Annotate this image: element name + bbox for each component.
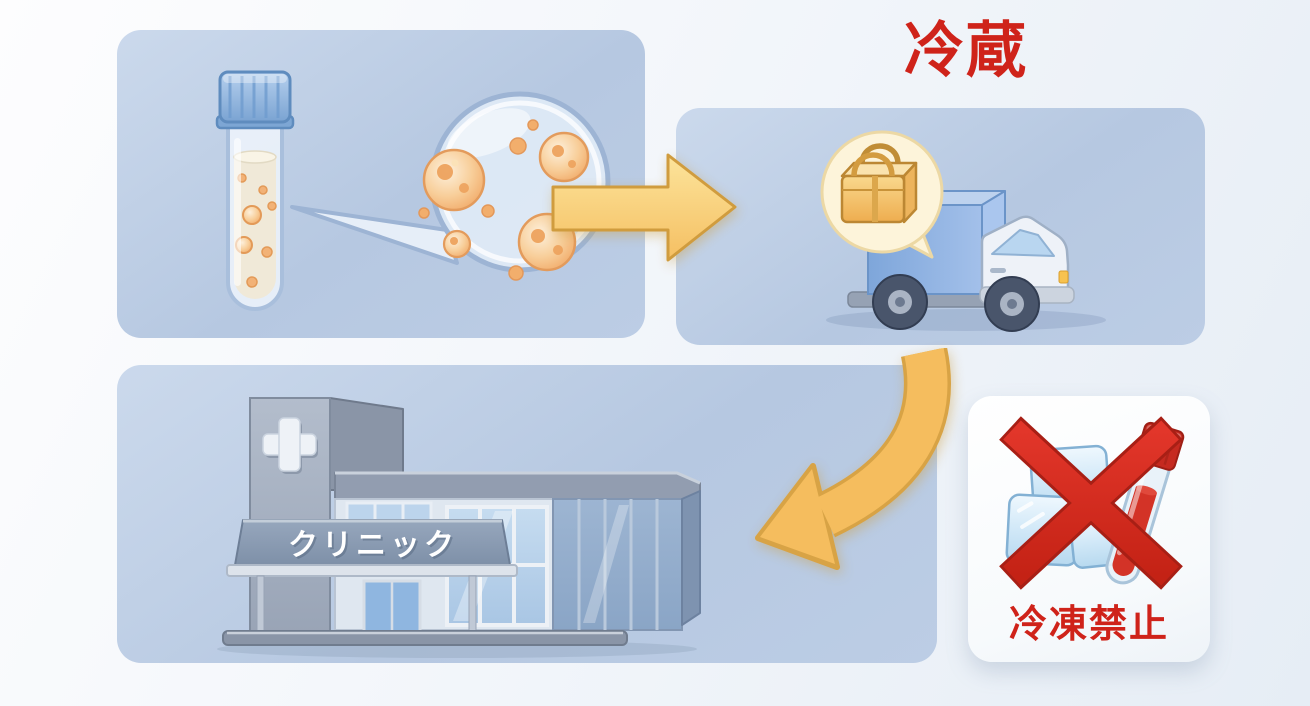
clinic-door (362, 579, 422, 635)
clinic-sign-label: クリニック (288, 529, 458, 562)
transport-panel (676, 108, 1205, 345)
specimen-illustration (215, 70, 611, 311)
tube-cap (215, 70, 295, 130)
medical-cross-icon (262, 417, 318, 474)
truck-wheels (872, 274, 1040, 332)
clinic-illustration: クリニック クリニック (217, 397, 701, 658)
curved-arrow-icon (755, 348, 951, 570)
specimen-particles (235, 173, 277, 288)
freeze-prohibited-label: 冷凍禁止 (1008, 604, 1169, 646)
no-freeze-icon (999, 416, 1185, 590)
clinic-sign-label-shadow: クリニック (290, 531, 460, 564)
cooler-bag-bubble-icon (820, 130, 944, 259)
cooler-bag (840, 143, 918, 224)
clinic-building-icon: クリニック クリニック (222, 397, 701, 646)
clinic-sign: クリニック クリニック (226, 519, 518, 577)
specimen-panel (117, 30, 645, 338)
no-freeze-card: 冷凍禁止 (968, 396, 1210, 662)
right-arrow-icon (551, 153, 737, 262)
truck-windshield (991, 229, 1055, 257)
transport-illustration (820, 130, 1106, 332)
refrigerated-label: 冷蔵 (904, 17, 1028, 84)
test-tube-icon (215, 70, 295, 311)
red-cross-mark-icon (999, 416, 1183, 590)
